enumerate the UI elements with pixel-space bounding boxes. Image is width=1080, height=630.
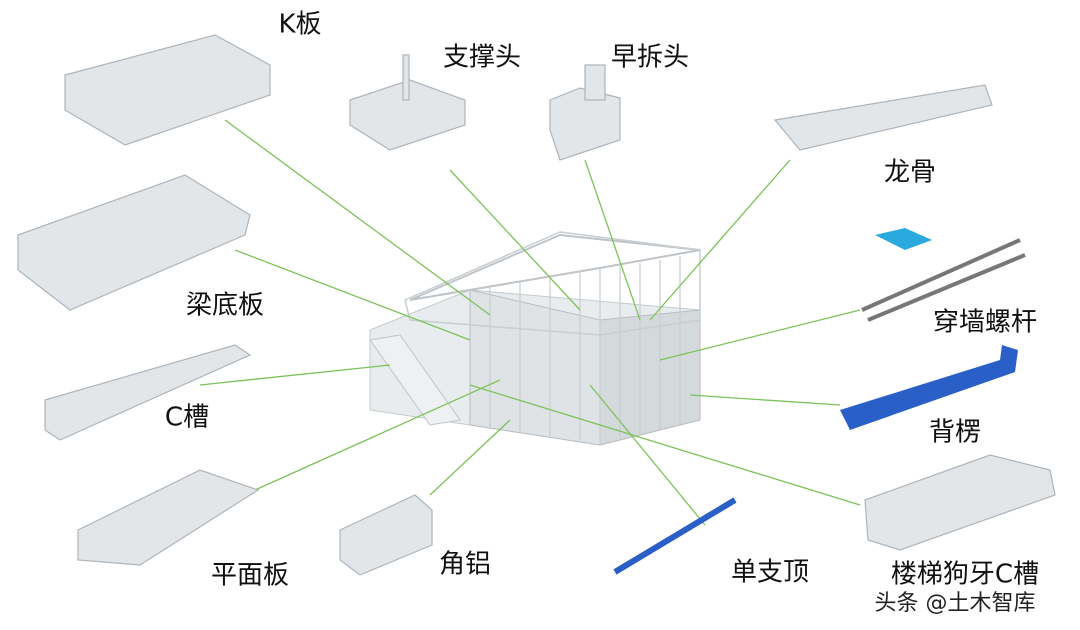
flat-panel-image [77,469,260,566]
single-prop-image [613,497,737,575]
label-support-head: 支撑头 [442,42,522,73]
back-ridge-image [840,345,1018,430]
keel-image [773,84,993,151]
tie-rod-image [861,228,1026,322]
label-c-channel: C槽 [164,402,210,433]
k-panel-image [64,34,271,146]
label-flat-panel: 平面板 [210,560,290,591]
label-beam-bottom-panel: 梁底板 [185,290,265,321]
label-back-ridge: 背楞 [928,417,982,448]
beam-bottom-panel-image [17,174,251,311]
early-strip-head-image [549,87,621,161]
stair-c-channel-image [864,454,1056,551]
watermark: 头条 @土木智库 [874,591,1036,616]
angle-aluminum-image [339,494,433,576]
label-single-prop: 单支顶 [730,557,810,588]
early-strip-head-post [584,64,606,101]
label-stair-c-channel: 楼梯狗牙C槽 [890,559,1040,590]
leader-lines [199,119,861,526]
label-keel: 龙骨 [883,157,937,188]
c-channel-image [44,344,252,441]
central-formwork-building [369,231,701,446]
label-tie-rod: 穿墙螺杆 [932,307,1038,338]
label-early-strip-head: 早拆头 [610,42,690,73]
support-head-post [402,54,410,101]
label-angle-aluminum: 角铝 [438,549,492,580]
label-k-panel: K板 [278,9,322,40]
support-head-image [349,79,466,151]
